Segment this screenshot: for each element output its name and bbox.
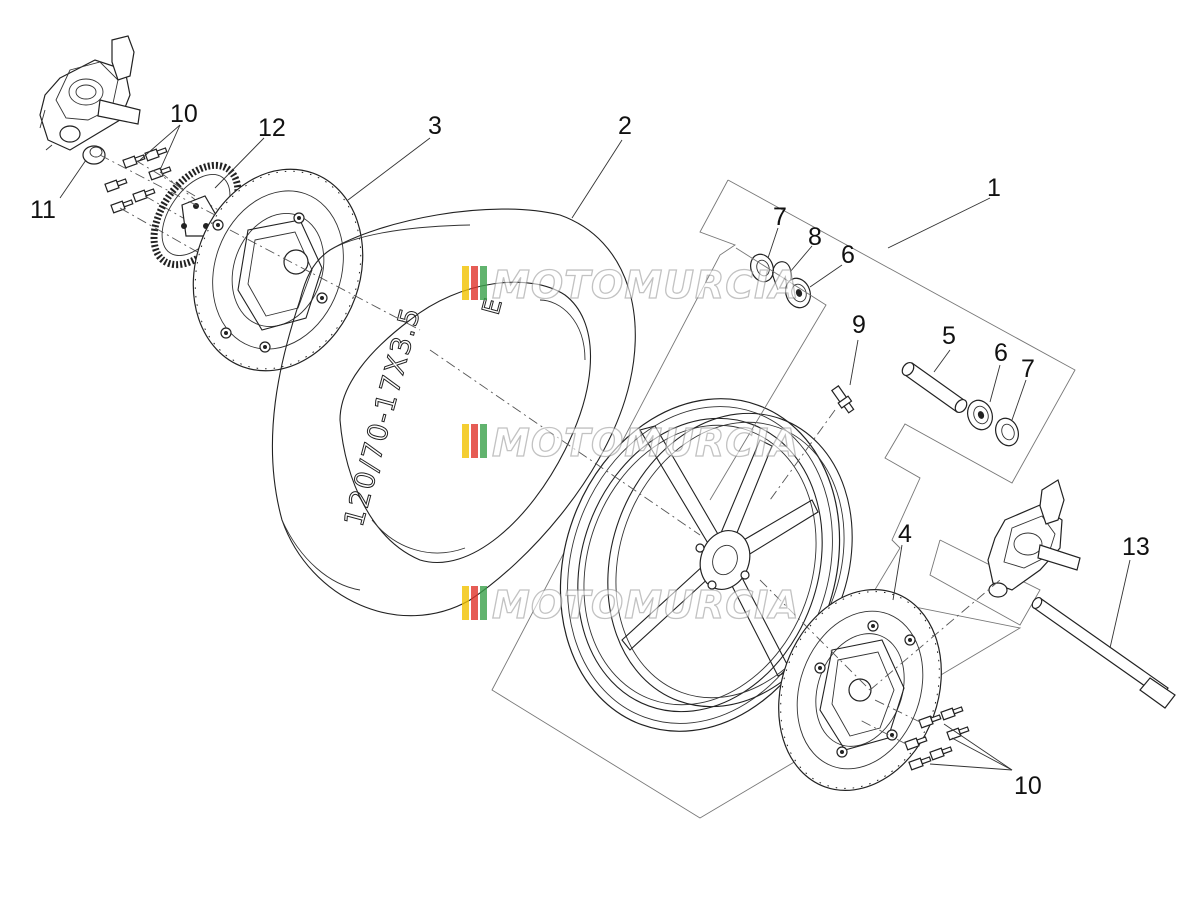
callout-7-lower: 7 (1021, 355, 1035, 383)
tire-valve-icon (769, 385, 855, 501)
brake-disc-left-icon (192, 168, 364, 372)
tire-size-marking: 120/70-17X3.5 (339, 303, 428, 530)
watermark-2: MOTOMURCIA (462, 420, 800, 466)
leader-lines (59, 124, 1131, 771)
callout-13: 13 (1122, 533, 1150, 561)
callout-5: 5 (942, 322, 956, 350)
callout-labels: 1 2 3 4 5 6 6 7 7 8 9 10 10 11 12 13 (30, 100, 1150, 800)
watermark-text-2: MOTOMURCIA (492, 421, 800, 465)
bearing-6-upper-icon (785, 277, 811, 309)
callout-3: 3 (428, 112, 442, 140)
callout-1: 1 (987, 174, 1001, 202)
callout-9: 9 (852, 311, 866, 339)
oil-seal-7-lower-icon (995, 417, 1019, 447)
callout-2: 2 (618, 112, 632, 140)
callout-11: 11 (30, 196, 56, 224)
callout-7-upper: 7 (773, 203, 787, 231)
watermark-text-3: MOTOMURCIA (492, 583, 800, 627)
wheel-rim-icon (559, 398, 853, 732)
callout-6-lower: 6 (994, 339, 1008, 367)
bolt-dashes-right (859, 699, 921, 745)
watermark-text-1: MOTOMURCIA (492, 263, 800, 307)
watermark-1: MOTOMURCIA (462, 262, 800, 308)
callout-6-upper: 6 (841, 241, 855, 269)
watermark-3: MOTOMURCIA (462, 582, 800, 628)
callout-10-upper: 10 (170, 100, 198, 128)
callout-12: 12 (258, 114, 286, 142)
bushing-11-icon (82, 145, 106, 165)
assembly-box-1 (491, 179, 1076, 819)
spacer-tube-icon (901, 361, 968, 414)
callout-10-lower: 10 (1014, 772, 1042, 800)
bolt-group-right-icon (904, 706, 970, 771)
wheel-axle-icon (1031, 596, 1176, 709)
callout-8: 8 (808, 223, 822, 251)
brake-caliper-right-icon (987, 479, 1081, 598)
centerlines (99, 154, 1001, 691)
callout-4: 4 (898, 520, 912, 548)
bearing-6-lower-icon (967, 399, 993, 431)
brake-caliper-left-icon (39, 35, 141, 151)
